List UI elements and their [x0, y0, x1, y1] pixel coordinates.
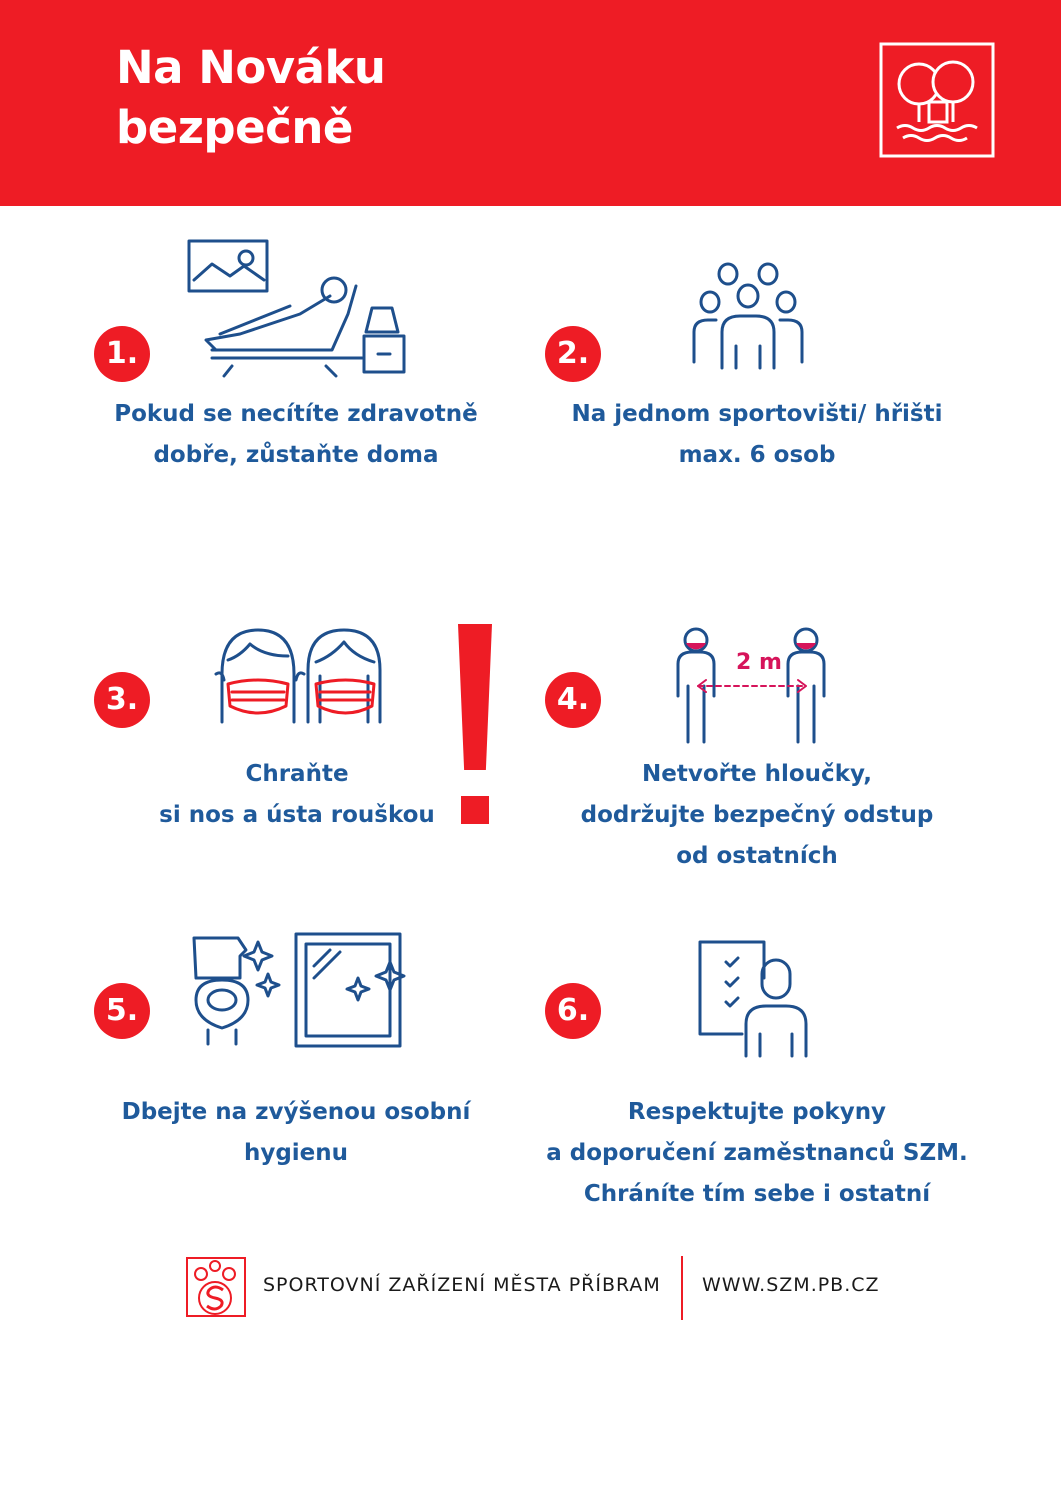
page-title: Na Nováku bezpečně	[116, 41, 386, 154]
step-number-1: 1.	[94, 326, 150, 382]
footer-organization: SPORTOVNÍ ZAŘÍZENÍ MĚSTA PŘÍBRAM	[263, 1274, 661, 1296]
rule-6-caption: Respektujte pokyny a doporučení zaměstna…	[546, 1099, 968, 1207]
step-number-6: 6.	[545, 983, 601, 1039]
step-number-4: 4.	[545, 672, 601, 728]
rule-4-caption: Netvořte hloučky, dodržujte bezpečný ods…	[580, 761, 934, 869]
rule-3-caption: Chraňte si nos a ústa rouškou	[159, 761, 435, 828]
rule-1-caption: Pokud se necítíte zdravotně dobře, zůsta…	[114, 401, 478, 468]
rule-2-caption: Na jednom sportovišti/ hřišti max. 6 oso…	[571, 401, 943, 468]
face-mask-icon	[214, 628, 382, 724]
hygiene-toilet-window-icon	[192, 932, 406, 1048]
rule-5-caption: Dbejte na zvýšenou osobní hygienu	[121, 1099, 471, 1166]
warning-exclamation-icon	[458, 624, 492, 824]
park-trees-logo-icon	[879, 42, 995, 158]
sick-person-resting-icon	[187, 239, 406, 378]
footer-divider	[681, 1256, 683, 1320]
step-number-3: 3.	[94, 672, 150, 728]
step-number-5: 5.	[94, 983, 150, 1039]
footer-website-link[interactable]: WWW.SZM.PB.CZ	[702, 1274, 880, 1296]
szm-logo-icon	[186, 1257, 246, 1317]
staff-checklist-icon	[698, 940, 808, 1058]
step-number-2: 2.	[545, 326, 601, 382]
header-banner: Na Nováku bezpečně	[0, 0, 1061, 206]
group-of-people-icon	[692, 262, 804, 370]
distance-label: 2 m	[736, 650, 782, 675]
social-distance-icon	[676, 627, 826, 744]
